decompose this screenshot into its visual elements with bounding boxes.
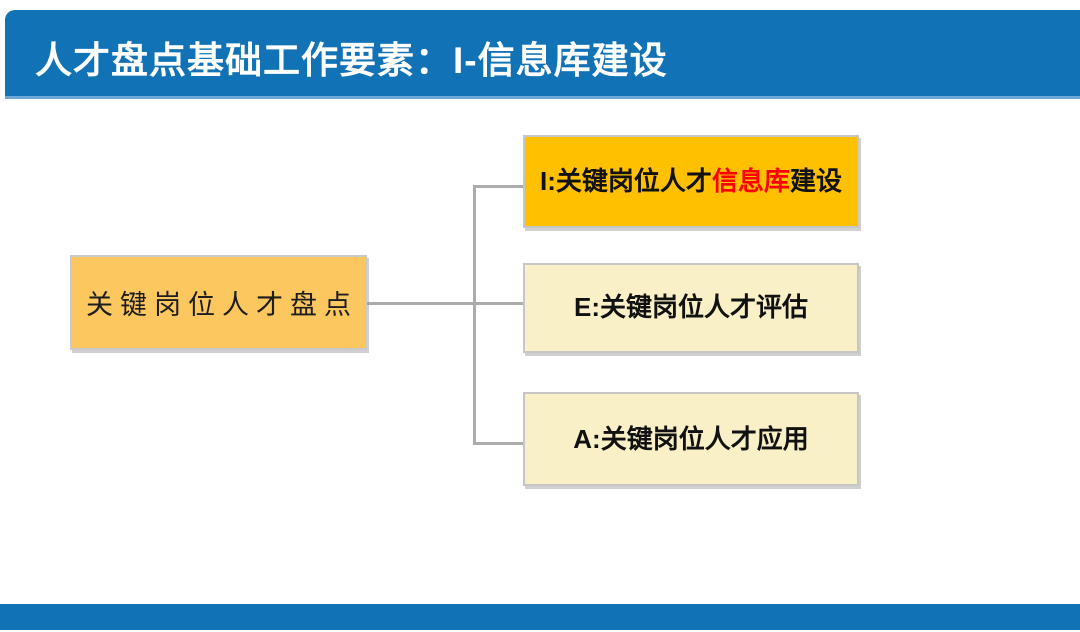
child-node-a-label: A:关键岗位人才应用 [573, 424, 809, 454]
child-node-i-text-before: I:关键岗位人才 [540, 166, 712, 196]
connector-branch-bottom [476, 442, 523, 445]
child-node-information-base: I:关键岗位人才信息库建设 [523, 135, 859, 228]
footer-bar [0, 604, 1080, 630]
header-bar: 人才盘点基础工作要素：I-信息库建设 [5, 10, 1080, 99]
root-node-label: 关键岗位人才盘点 [86, 290, 358, 320]
slide-title: 人才盘点基础工作要素：I-信息库建设 [35, 40, 668, 81]
child-node-evaluation: E:关键岗位人才评估 [523, 263, 859, 353]
connector-root-to-trunk [365, 302, 523, 305]
connector-trunk [473, 185, 476, 445]
child-node-application: A:关键岗位人才应用 [523, 392, 859, 486]
root-node-talent-review: 关键岗位人才盘点 [70, 255, 367, 350]
child-node-i-text-after: 建设 [789, 166, 842, 196]
child-node-i-label: I:关键岗位人才信息库建设 [540, 161, 842, 198]
connector-branch-top [476, 185, 523, 188]
child-node-e-label: E:关键岗位人才评估 [573, 292, 808, 322]
child-node-i-text-highlight: 信息库 [711, 166, 790, 196]
